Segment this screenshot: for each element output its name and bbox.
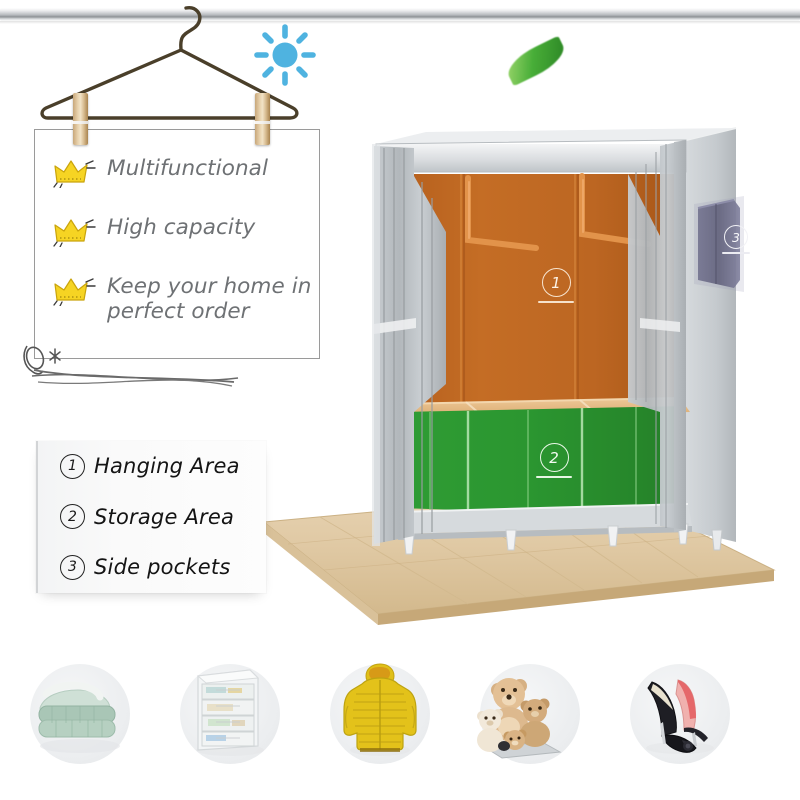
- blanket-icon: [38, 681, 120, 753]
- storage-drawers-icon: [196, 669, 264, 756]
- high-heels-icon: [646, 679, 714, 754]
- bear-tiny: [503, 729, 527, 750]
- legend-number: 3: [60, 554, 85, 580]
- sun-icon: [254, 24, 316, 86]
- right-clothespin-icon: [254, 93, 271, 145]
- bear-small-white: [477, 709, 503, 752]
- crown-icon: [53, 160, 96, 188]
- high-heels-thumbnail: [622, 654, 738, 770]
- wardrobe-side-panel: [686, 128, 736, 542]
- folded-blanket-thumbnail: [22, 654, 138, 770]
- rail-shadow: [0, 21, 800, 24]
- puffer-jacket-thumbnail: [322, 654, 438, 770]
- crown-icon: [53, 278, 96, 306]
- feature-text: High capacity: [107, 215, 256, 240]
- feature-text: Multifunctional: [107, 156, 269, 181]
- storage-area-marker: 2: [536, 443, 572, 479]
- jacket-icon: [343, 663, 417, 756]
- shoe-front: [647, 681, 697, 753]
- legend-item-storage-area: 2 Storage Area: [38, 492, 266, 543]
- marker-underline: [722, 252, 750, 255]
- marker-underline: [536, 476, 572, 479]
- leaf-decoration-top: [502, 35, 570, 87]
- legend-number: 1: [60, 453, 85, 479]
- feature-row-0: Multifunctional: [53, 156, 268, 188]
- teddy-bears-icon: [477, 678, 562, 759]
- plastic-drawers-thumbnail: [172, 654, 288, 770]
- hanging-area-marker: 1: [538, 268, 574, 304]
- wardrobe-curtain-left: [374, 146, 446, 544]
- crown-icon: [53, 219, 96, 247]
- left-clothespin-icon: [72, 93, 89, 145]
- fabric-wardrobe: [372, 127, 744, 555]
- legend-item-hanging-area: 1 Hanging Area: [38, 441, 266, 492]
- legend-number: 2: [60, 504, 85, 530]
- legend-panel: 1 Hanging Area 2 Storage Area 3 Side poc…: [36, 441, 266, 593]
- feature-row-2: Keep your home in perfect order: [53, 274, 312, 324]
- feature-text: Keep your home in perfect order: [107, 274, 312, 324]
- legend-label: Side pockets: [94, 555, 231, 580]
- legend-label: Hanging Area: [94, 454, 240, 479]
- hand-drawn-scribble-icon: [23, 345, 239, 387]
- shoe-back: [675, 679, 708, 746]
- feature-row-1: High capacity: [53, 215, 255, 247]
- usage-thumbnail-strip: [0, 640, 800, 800]
- wardrobe-curtain-right: [628, 140, 686, 530]
- marker-underline: [538, 301, 574, 304]
- wire-hanger-icon: [40, 6, 299, 120]
- marker-number: 3: [724, 225, 748, 249]
- legend-item-side-pockets: 3 Side pockets: [38, 542, 266, 593]
- side-pocket-marker: 3: [722, 225, 750, 255]
- bear-medium: [520, 698, 550, 747]
- feature-sign: Multifunctional High capacity Keep your …: [34, 129, 320, 359]
- side-pocket: [698, 200, 740, 288]
- teddy-bears-thumbnail: [472, 654, 588, 770]
- marker-number: 1: [541, 268, 571, 297]
- marker-number: 2: [539, 443, 569, 472]
- legend-label: Storage Area: [94, 504, 235, 529]
